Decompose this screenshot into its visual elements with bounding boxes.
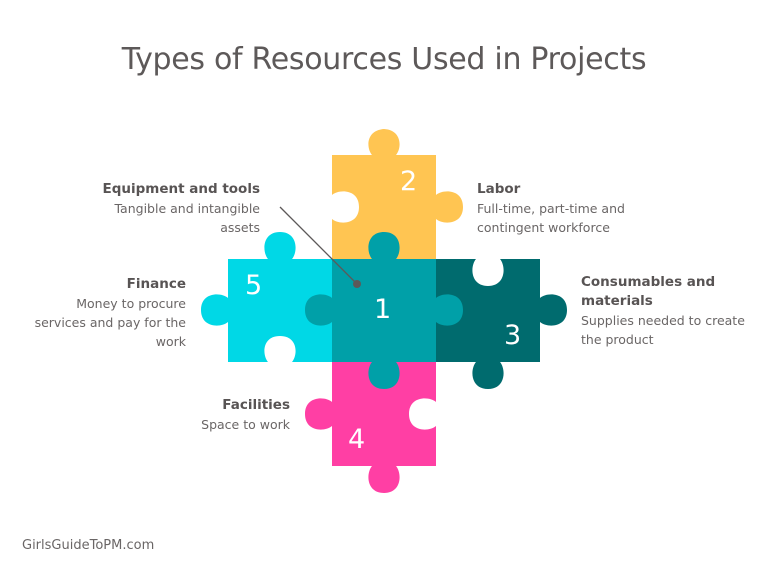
label-finance-line3: work	[155, 334, 186, 349]
page-title: Types of Resources Used in Projects	[121, 42, 647, 77]
label-consumables-heading-2: materials	[581, 293, 653, 309]
label-finance-line2: services and pay for the	[34, 315, 186, 330]
puzzle-piece-3	[436, 259, 567, 389]
piece-number-1: 1	[374, 294, 392, 325]
label-finance-line1: Money to procure	[76, 296, 186, 311]
puzzle-piece-2	[332, 129, 463, 259]
label-facilities-heading: Facilities	[222, 397, 290, 413]
piece-number-4: 4	[348, 424, 366, 455]
label-finance: Finance Money to procure services and pa…	[35, 275, 186, 351]
label-consumables-heading-1: Consumables and	[581, 274, 716, 290]
label-equipment-line1: Tangible and intangible	[114, 201, 260, 216]
label-consumables-line1: Supplies needed to create	[581, 313, 745, 328]
label-labor-heading: Labor	[477, 181, 521, 197]
puzzle-piece-4	[305, 362, 436, 493]
label-labor-line2: contingent workforce	[477, 220, 610, 235]
annotation-dot	[353, 280, 361, 288]
label-consumables: Consumables and materials Supplies neede…	[581, 273, 745, 349]
label-labor: Labor Full-time, part-time and contingen…	[477, 180, 625, 237]
label-finance-heading: Finance	[126, 276, 186, 292]
piece-number-5: 5	[245, 270, 263, 301]
piece-number-3: 3	[504, 320, 522, 351]
annotation-line	[279, 206, 358, 285]
label-facilities-line1: Space to work	[201, 417, 290, 432]
label-consumables-line2: the product	[581, 332, 654, 347]
piece-number-2: 2	[400, 166, 418, 197]
label-equipment-line2: assets	[220, 220, 260, 235]
puzzle-piece-5	[201, 232, 332, 362]
label-equipment: Equipment and tools Tangible and intangi…	[102, 180, 260, 237]
label-facilities: Facilities Space to work	[201, 396, 290, 434]
footer-site-name: GirlsGuideToPM.com	[22, 538, 155, 553]
label-equipment-heading: Equipment and tools	[102, 181, 260, 197]
label-labor-line1: Full-time, part-time and	[477, 201, 625, 216]
